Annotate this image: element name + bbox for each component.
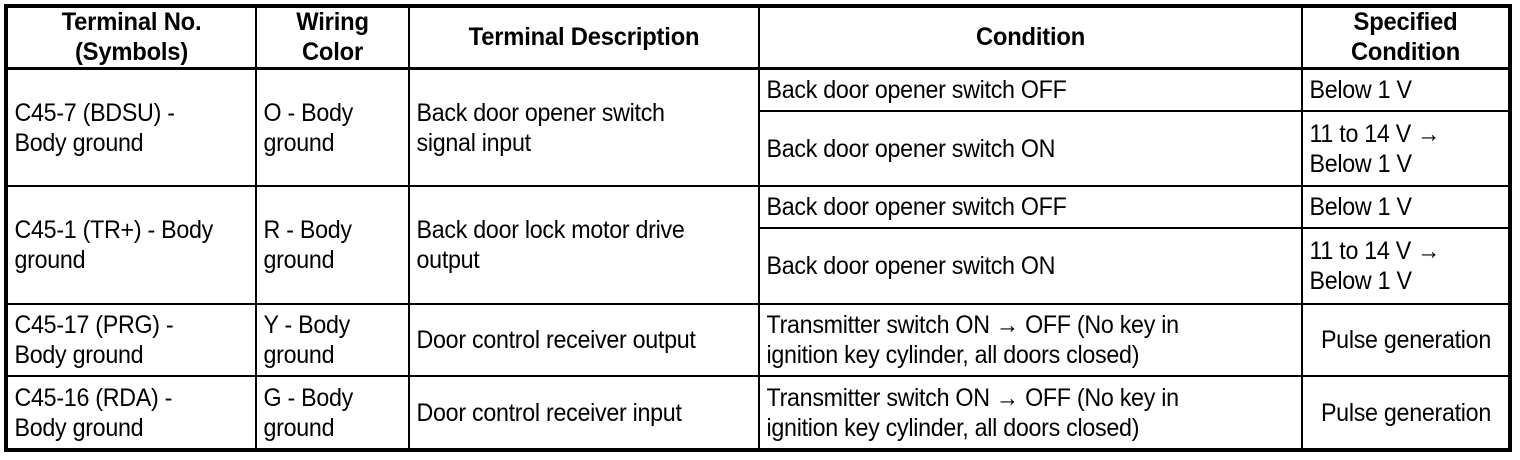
table-row: C45-16 (RDA) - Body ground G - Body grou…: [8, 375, 1508, 448]
condition-value: Back door opener switch OFF: [766, 76, 1067, 104]
terminal-specification-table-container: Terminal No. (Symbols) Wiring Color Term…: [4, 4, 1512, 452]
condition-value: Transmitter switch ON → OFF (No key in i…: [766, 383, 1180, 442]
table-header-row: Terminal No. (Symbols) Wiring Color Term…: [8, 8, 1508, 70]
table-body: C45-7 (BDSU) - Body ground O - Body grou…: [8, 67, 1508, 448]
cell-terminal-no: C45-16 (RDA) - Body ground: [8, 375, 257, 448]
column-header-terminal-description-label: Terminal Description: [468, 22, 700, 51]
terminal-no-value: C45-1 (TR+) - Body ground: [14, 216, 214, 275]
cell-terminal-description: Door control receiver output: [408, 303, 760, 378]
column-header-wiring-color-label: Wiring Color: [296, 8, 369, 66]
wiring-color-value: Y - Body ground: [263, 311, 351, 370]
column-header-condition: Condition: [758, 8, 1303, 70]
condition-subrow: Back door opener switch OFF: [760, 70, 1301, 112]
condition-value: Back door opener switch ON: [766, 134, 1056, 163]
terminal-description-value: Door control receiver input: [416, 398, 682, 427]
terminal-no-value: C45-16 (RDA) - Body ground: [14, 383, 173, 442]
specified-condition-value: 11 to 14 V → Below 1 V: [1309, 237, 1441, 296]
wiring-color-value: R - Body ground: [263, 216, 352, 275]
condition-subrow-group: Back door opener switch OFF Back door op…: [760, 187, 1301, 303]
cell-terminal-no: C45-7 (BDSU) - Body ground: [8, 67, 257, 188]
specified-condition-value: Below 1 V: [1309, 76, 1412, 104]
specified-condition-value: 11 to 14 V → Below 1 V: [1309, 119, 1441, 178]
condition-subrow-group: Back door opener switch OFF Back door op…: [760, 70, 1301, 185]
cell-wiring-color: G - Body ground: [255, 375, 410, 448]
cell-wiring-color: O - Body ground: [255, 67, 410, 188]
wiring-color-value: O - Body ground: [263, 98, 354, 157]
specified-condition-subrow: 11 to 14 V → Below 1 V: [1303, 229, 1508, 303]
terminal-description-value: Door control receiver output: [416, 326, 696, 355]
column-header-wiring-color: Wiring Color: [255, 8, 410, 70]
specified-condition-value: Below 1 V: [1309, 193, 1412, 222]
cell-wiring-color: R - Body ground: [255, 185, 410, 306]
column-header-terminal-description: Terminal Description: [408, 8, 760, 70]
column-header-specified-condition-label: Specified Condition: [1350, 8, 1461, 66]
table-row: C45-1 (TR+) - Body ground R - Body groun…: [8, 185, 1508, 306]
column-header-condition-label: Condition: [975, 22, 1086, 51]
condition-subrow: Back door opener switch ON: [760, 229, 1301, 303]
table-row: C45-17 (PRG) - Body ground Y - Body grou…: [8, 303, 1508, 378]
cell-terminal-no: C45-1 (TR+) - Body ground: [8, 185, 257, 306]
column-header-terminal-no-label: Terminal No. (Symbols): [61, 8, 202, 66]
cell-terminal-no: C45-17 (PRG) - Body ground: [8, 303, 257, 378]
cell-terminal-description: Door control receiver input: [408, 375, 760, 448]
cell-condition: Transmitter switch ON → OFF (No key in i…: [758, 375, 1303, 448]
condition-subrow: Back door opener switch ON: [760, 112, 1301, 185]
cell-condition-group: Back door opener switch OFF Back door op…: [758, 185, 1303, 306]
cell-specified-condition: Pulse generation: [1301, 303, 1508, 378]
cell-condition-group: Back door opener switch OFF Back door op…: [758, 67, 1303, 188]
wiring-color-value: G - Body ground: [263, 383, 354, 442]
condition-value: Transmitter switch ON → OFF (No key in i…: [766, 311, 1180, 370]
terminal-no-value: C45-17 (PRG) - Body ground: [14, 311, 174, 370]
condition-value: Back door opener switch ON: [766, 252, 1056, 281]
specified-condition-subrow: Below 1 V: [1303, 187, 1508, 230]
condition-value: Back door opener switch OFF: [766, 193, 1067, 222]
column-header-specified-condition: Specified Condition: [1301, 8, 1508, 70]
specified-condition-subrow: 11 to 14 V → Below 1 V: [1303, 112, 1508, 185]
specified-condition-value: Pulse generation: [1320, 326, 1491, 355]
cell-terminal-description: Back door opener switch signal input: [408, 67, 760, 188]
terminal-no-value: C45-7 (BDSU) - Body ground: [14, 98, 175, 157]
column-header-terminal-no: Terminal No. (Symbols): [8, 8, 257, 70]
specified-condition-value: Pulse generation: [1320, 398, 1491, 427]
cell-specified-condition-group: Below 1 V 11 to 14 V → Below 1 V: [1301, 185, 1508, 306]
terminal-specification-table: Terminal No. (Symbols) Wiring Color Term…: [8, 8, 1508, 448]
cell-condition: Transmitter switch ON → OFF (No key in i…: [758, 303, 1303, 378]
cell-terminal-description: Back door lock motor drive output: [408, 185, 760, 306]
specified-condition-subrow-group: Below 1 V 11 to 14 V → Below 1 V: [1303, 187, 1508, 303]
condition-subrow: Back door opener switch OFF: [760, 187, 1301, 230]
table-row: C45-7 (BDSU) - Body ground O - Body grou…: [8, 67, 1508, 188]
terminal-description-value: Back door opener switch signal input: [416, 98, 665, 157]
table-header: Terminal No. (Symbols) Wiring Color Term…: [8, 8, 1508, 70]
cell-specified-condition-group: Below 1 V 11 to 14 V → Below 1 V: [1301, 67, 1508, 188]
terminal-description-value: Back door lock motor drive output: [416, 216, 685, 275]
specified-condition-subrow: Below 1 V: [1303, 70, 1508, 112]
specified-condition-subrow-group: Below 1 V 11 to 14 V → Below 1 V: [1303, 70, 1508, 185]
cell-wiring-color: Y - Body ground: [255, 303, 410, 378]
cell-specified-condition: Pulse generation: [1301, 375, 1508, 448]
